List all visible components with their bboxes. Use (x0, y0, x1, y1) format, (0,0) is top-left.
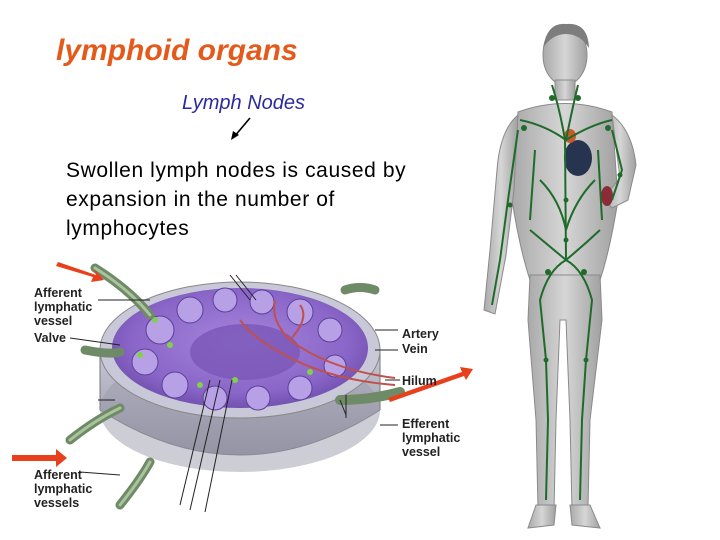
heart-icon (564, 140, 592, 176)
follicles (131, 287, 347, 411)
guide-lines (69, 274, 400, 513)
slide-subtitle: Lymph Nodes (182, 92, 306, 114)
label-afferent-bottom: Afferent lymphatic vessels (34, 468, 96, 510)
label-valve: Valve (34, 331, 66, 345)
human-lymphatic-figure (478, 22, 674, 536)
slide-body-text: Swollen lymph nodes is caused by expansi… (66, 159, 407, 240)
node-blood-vessels (239, 299, 396, 386)
lymph-network (491, 84, 624, 501)
pointer-arrow (231, 117, 251, 140)
label-hilum: Hilum (402, 374, 437, 388)
label-vein: Vein (402, 342, 428, 356)
lymph-nodes-dots (507, 95, 623, 363)
slide-title: lymphoid organs (56, 34, 298, 67)
label-artery: Artery (402, 327, 439, 341)
lymph-node-illustration: Afferent lymphatic vessel Valve Artery V… (12, 262, 473, 513)
efferent-vessel (335, 387, 405, 405)
lymph-flow-markers (137, 317, 313, 388)
label-afferent-top: Afferent lymphatic vessel (34, 286, 96, 328)
label-efferent: Efferent lymphatic vessel (402, 417, 464, 459)
indicator-arrows (12, 262, 473, 467)
